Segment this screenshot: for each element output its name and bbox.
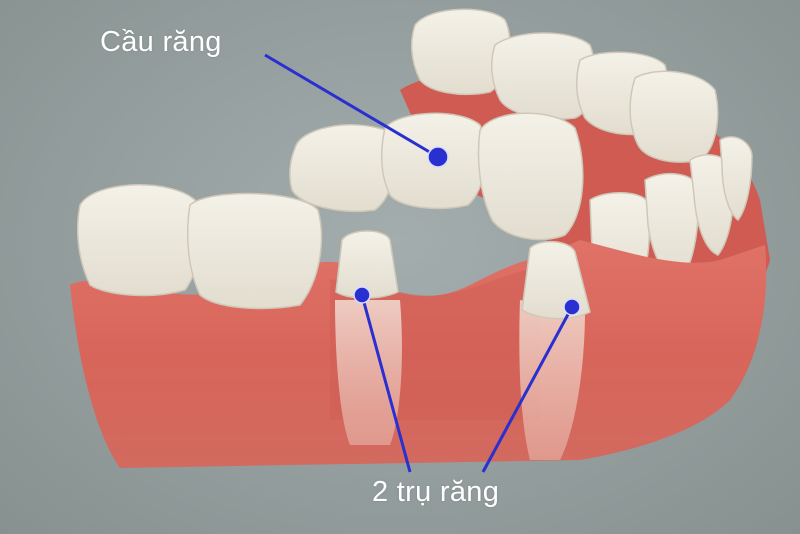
abutment-left-callout-line: [360, 294, 412, 473]
bridge-marker-dot: [427, 146, 449, 168]
abutment-right-marker-dot: [563, 298, 581, 316]
dental-bridge: [289, 112, 584, 241]
abutment-right-callout-line: [481, 306, 574, 473]
bridge-callout-line: [264, 53, 439, 159]
bridge-label: Cầu răng: [100, 26, 222, 58]
back-molars: [410, 8, 719, 163]
callouts: [264, 53, 574, 473]
callout-dots: [353, 146, 581, 316]
abutment-roots: [335, 300, 585, 460]
left-molars: [76, 184, 323, 310]
abutment-left-marker-dot: [353, 286, 371, 304]
abutments-label: 2 trụ răng: [372, 476, 500, 508]
